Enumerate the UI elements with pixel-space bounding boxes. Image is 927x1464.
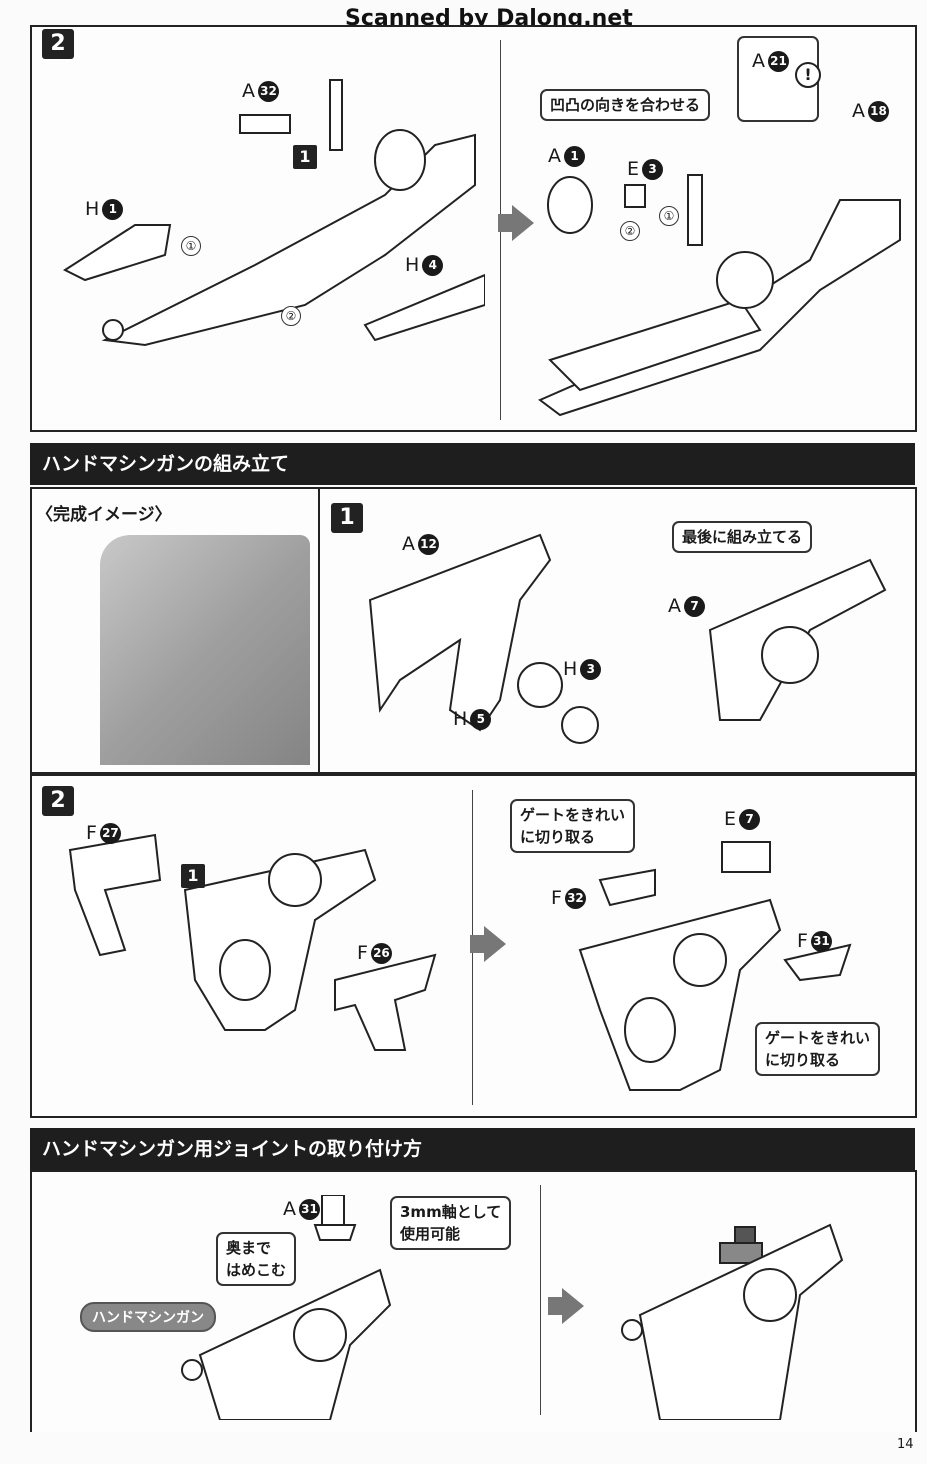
part-number: 7 (684, 595, 705, 617)
part-number: 12 (418, 533, 439, 555)
part-number: 7 (739, 808, 761, 830)
order-mark: ① (181, 236, 201, 256)
callout-shaft: 3mm軸として使用可能 (390, 1196, 512, 1250)
image-label: 〈完成イメージ〉 (36, 505, 172, 525)
part-letter: F (797, 930, 808, 952)
callout-line: 奥まで (226, 1239, 272, 1257)
part-number: 3 (580, 658, 602, 680)
step-number: 2 (42, 29, 74, 59)
rifle-drawing (538, 174, 901, 417)
part-number: 1 (564, 145, 585, 167)
sub-step-badge: 1 (181, 864, 205, 888)
callout-line: 3mm軸として (400, 1203, 502, 1221)
gun-frame-drawing (368, 533, 887, 744)
part-number: 18 (868, 100, 889, 122)
part-letter: F (357, 942, 368, 964)
part-letter: H (453, 708, 468, 730)
rifle-drawing (62, 79, 485, 347)
callout-align: 凹凸の向きを合わせる (540, 89, 711, 121)
callout-line: ゲートをきれい (520, 806, 626, 824)
part-number: 4 (422, 254, 444, 276)
next-arrow (470, 926, 506, 962)
step-number: 2 (42, 786, 74, 816)
part-letter: A (242, 80, 255, 102)
part-number: 21 (768, 50, 789, 72)
part-letter: H (85, 198, 100, 220)
part-number: 3 (642, 158, 664, 180)
order-mark: ② (281, 306, 301, 326)
callout-line: 使用可能 (400, 1225, 461, 1243)
part-number: 1 (102, 198, 124, 220)
part-letter: F (86, 822, 97, 844)
part-letter: A (668, 595, 681, 617)
part-letter: A (402, 533, 415, 555)
step-panel (318, 487, 917, 774)
part-number: 32 (564, 887, 586, 909)
gun-drawing (621, 1223, 844, 1420)
callout-push-in: 奥まではめこむ (216, 1232, 297, 1286)
divider (540, 1185, 541, 1415)
section-header: ハンドマシンガンの組み立て (30, 443, 915, 485)
gun-drawing (181, 1195, 392, 1420)
part-number: 31 (810, 930, 832, 952)
part-letter: A (548, 145, 561, 167)
part-letter: A (752, 50, 765, 72)
order-mark: ① (659, 206, 679, 226)
section-header: ハンドマシンガン用ジョイントの取り付け方 (30, 1128, 915, 1170)
part-letter: E (627, 158, 640, 180)
completed-image (100, 535, 310, 765)
step-number: 1 (331, 503, 363, 533)
gun-drawing (68, 833, 437, 1051)
next-arrow (498, 205, 534, 241)
part-number: 31 (299, 1198, 320, 1220)
page-number: 14 (897, 1437, 914, 1452)
callout-cut-gate: ゲートをきれいに切り取る (755, 1022, 881, 1076)
callout-line: はめこむ (226, 1261, 287, 1279)
part-number: 27 (99, 822, 121, 844)
sub-step-badge: 1 (293, 145, 317, 169)
part-letter: A (852, 100, 865, 122)
part-letter: F (551, 887, 562, 909)
part-number: 5 (470, 708, 492, 730)
callout-cut-gate: ゲートをきれいに切り取る (510, 799, 636, 853)
callout-line: に切り取る (765, 1051, 841, 1069)
part-letter: H (405, 254, 420, 276)
part-letter: A (283, 1198, 296, 1220)
item-tag: ハンドマシンガン (80, 1302, 216, 1332)
callout-assemble-last: 最後に組み立てる (672, 521, 813, 553)
callout-line: ゲートをきれい (765, 1029, 871, 1047)
part-number: 32 (258, 80, 279, 102)
part-letter: H (563, 658, 578, 680)
part-letter: E (724, 808, 737, 830)
next-arrow (548, 1288, 584, 1324)
warning-icon: ! (795, 62, 821, 88)
gun-drawing (578, 841, 852, 1091)
order-mark: ② (620, 221, 640, 241)
callout-line: に切り取る (520, 828, 596, 846)
part-number: 26 (370, 942, 392, 964)
